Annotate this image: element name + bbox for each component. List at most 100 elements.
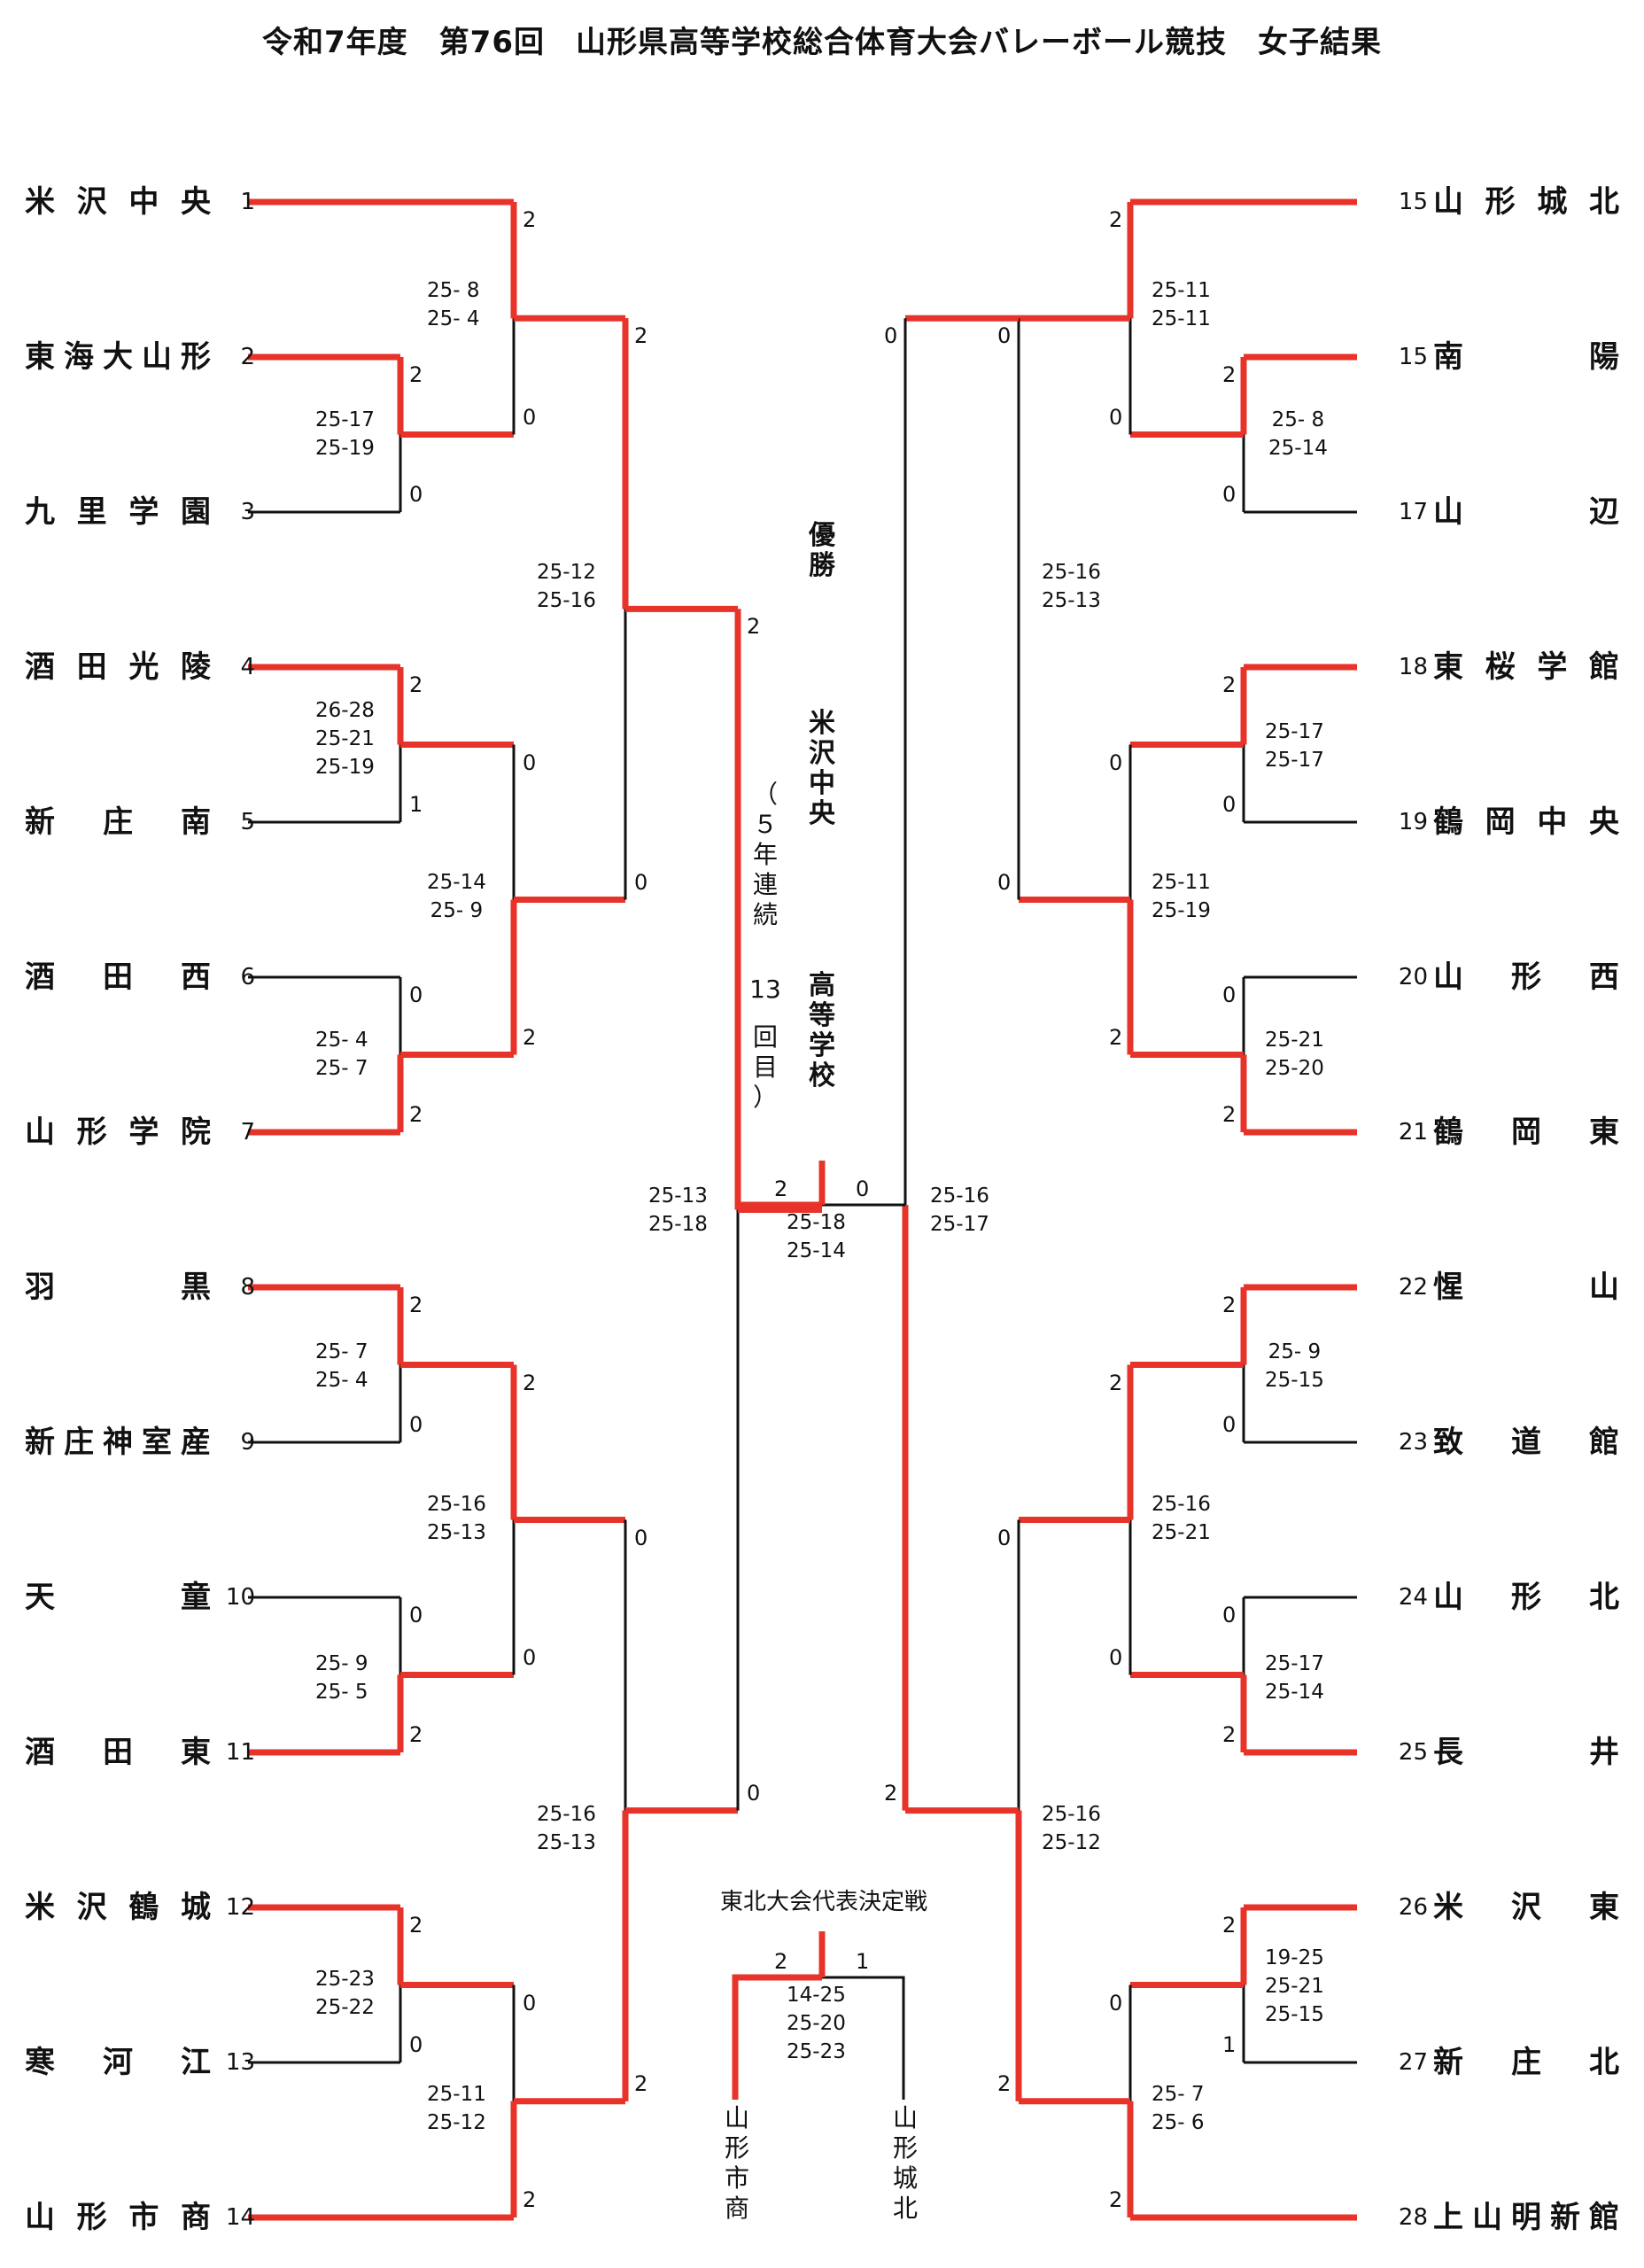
team-name-char: 天 <box>25 1580 55 1615</box>
team-name-right: 致道館 <box>1433 1425 1619 1460</box>
champion-note-tail-char: 回 <box>752 1022 778 1052</box>
team-name-char: 陽 <box>1589 339 1619 375</box>
team-name-left: 山形学院 <box>25 1115 211 1150</box>
team-name-char: 東 <box>1589 1115 1619 1150</box>
set-count-top: 2 <box>409 1293 423 1317</box>
team-name-char: 学 <box>128 494 159 530</box>
champion-note-char: （ <box>752 780 778 809</box>
set-count-bottom: 2 <box>884 1780 898 1806</box>
team-name-char: 北 <box>1589 1580 1619 1615</box>
champion-note-tail-char: ） <box>752 1083 778 1112</box>
team-seed-right: 22 <box>1398 1274 1428 1301</box>
set-count-top: 2 <box>1222 362 1237 387</box>
rep-left-line <box>732 1974 822 2100</box>
team-name-char: 酒 <box>25 649 55 685</box>
set-count-top: 0 <box>1109 1990 1123 2016</box>
set-scores: 25-11 25-12 <box>427 2083 486 2134</box>
team-seed-left: 11 <box>225 1739 255 1766</box>
team-name-char: 酒 <box>25 959 55 995</box>
champion-label-char: 優 <box>809 520 835 551</box>
team-name-char: 山 <box>25 1115 55 1150</box>
team-name-char: 岡 <box>1485 804 1516 840</box>
team-name-char: 光 <box>128 649 159 685</box>
team-name-char: 東 <box>181 1735 211 1770</box>
champion-note-tail-char: 目 <box>752 1052 778 1082</box>
team-name-left: 東海大山形 <box>25 339 211 375</box>
team-name-char: 陵 <box>180 649 211 685</box>
set-scores: 25-16 25-13 <box>1042 561 1101 612</box>
set-count-top: 0 <box>1222 983 1237 1007</box>
team-name-char: 辺 <box>1589 494 1619 530</box>
team-seed-right: 18 <box>1398 654 1428 680</box>
team-name-char: 里 <box>76 494 107 530</box>
set-count-bottom: 0 <box>523 1644 537 1670</box>
team-name-char: 鶴 <box>1433 1115 1463 1150</box>
champion-note-tail: 回目） <box>748 1022 783 1113</box>
team-name-char: 江 <box>181 2045 211 2080</box>
team-seed-right: 15 <box>1398 189 1428 215</box>
set-scores: 25-17 25-17 <box>1265 720 1324 772</box>
team-name-char: 寒 <box>25 2045 55 2080</box>
team-name-char: 北 <box>1589 2045 1619 2080</box>
set-count-bottom: 0 <box>409 2032 423 2057</box>
team-name-char: 東 <box>1433 649 1463 685</box>
rep-left-team-char: 山 <box>724 2103 749 2132</box>
champion-school-char: 沢 <box>809 738 835 769</box>
team-name-char: 山 <box>142 339 172 375</box>
set-count-bottom: 0 <box>634 869 648 895</box>
team-name-left: 天童 <box>25 1580 211 1615</box>
set-count-bottom: 1 <box>1222 2032 1237 2057</box>
champion-note-char: 続 <box>752 900 778 929</box>
team-name-char: 山 <box>1472 2200 1502 2235</box>
set-count-bottom: 2 <box>634 2070 648 2096</box>
team-name-right: 山形西 <box>1433 959 1619 995</box>
team-seed-left: 2 <box>240 344 255 370</box>
team-name-char: 惺 <box>1433 1270 1463 1305</box>
team-name-left: 新庄神室産 <box>25 1425 211 1460</box>
team-name-char: 産 <box>181 1425 211 1460</box>
final-set-scores: 25-18 25-14 <box>787 1211 846 1262</box>
team-name-char: 桜 <box>1485 649 1516 685</box>
set-scores: 25-11 25-11 <box>1152 279 1211 330</box>
set-count-top: 0 <box>634 1525 648 1550</box>
champion-note-char: 年 <box>752 840 778 869</box>
set-count-top: 0 <box>523 750 537 775</box>
set-scores: 25- 8 25- 4 <box>427 279 480 330</box>
set-count-bottom: 0 <box>523 404 537 430</box>
champion-school-char: 中 <box>809 768 835 799</box>
set-scores: 25-16 25-21 <box>1152 1493 1211 1544</box>
set-count-bottom: 0 <box>1109 1644 1123 1670</box>
set-count-bottom: 0 <box>1222 482 1237 507</box>
team-name-char: 山 <box>25 2200 55 2235</box>
set-scores: 19-25 25-21 25-15 <box>1265 1946 1324 2026</box>
team-name-char: 庄 <box>64 1425 94 1460</box>
team-name-char: 新 <box>1550 2200 1580 2235</box>
team-seed-right: 24 <box>1398 1584 1428 1611</box>
team-name-char: 童 <box>181 1580 211 1615</box>
team-seed-right: 23 <box>1398 1429 1428 1456</box>
set-count-top: 2 <box>634 323 648 349</box>
set-count-top: 2 <box>1222 672 1237 697</box>
team-name-char: 米 <box>1433 1890 1463 1925</box>
team-name-char: 館 <box>1589 1425 1619 1460</box>
team-name-char: 商 <box>180 2200 211 2235</box>
champion-school-char: 央 <box>809 798 835 829</box>
team-seed-left: 4 <box>240 654 255 680</box>
team-seed-left: 10 <box>225 1584 255 1611</box>
set-count-top: 0 <box>997 1525 1012 1550</box>
team-seed-left: 3 <box>240 499 255 525</box>
team-name-char: 庄 <box>1511 2045 1541 2080</box>
team-seed-right: 19 <box>1398 809 1428 835</box>
team-seed-right: 15 <box>1398 344 1428 370</box>
team-name-char: 田 <box>103 959 133 995</box>
set-scores: 25-17 25-14 <box>1265 1652 1324 1704</box>
rep-left-team-char: 商 <box>724 2194 749 2223</box>
team-name-left: 山形市商 <box>25 2200 211 2235</box>
final-count-right: 0 <box>856 1177 870 1201</box>
team-name-left: 米沢中央 <box>25 184 211 220</box>
set-count-bottom: 2 <box>523 1024 537 1050</box>
page-title: 令和7年度 第76回 山形県高等学校総合体育大会バレーボール競技 女子結果 <box>262 25 1382 60</box>
team-name-char: 沢 <box>76 1890 107 1925</box>
team-seed-left: 9 <box>240 1429 255 1456</box>
